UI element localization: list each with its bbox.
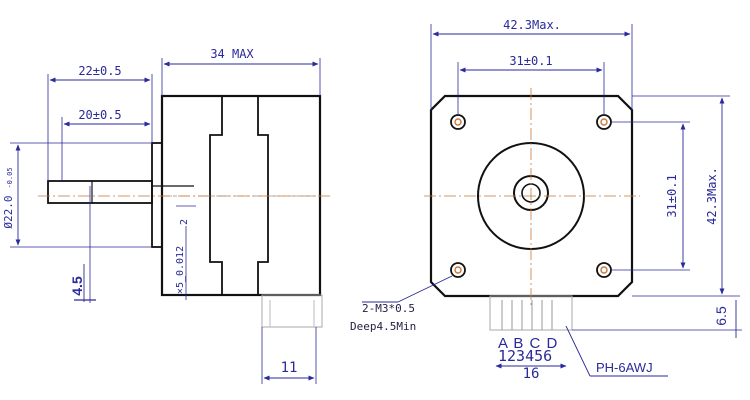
mounting-hole-tr	[596, 114, 612, 130]
connector-pins	[501, 300, 553, 330]
front-connector	[489, 295, 573, 331]
pin-letters: A B C D	[498, 335, 558, 352]
dim-hole-spacing-v: 31±0.1	[665, 174, 679, 217]
shaft	[47, 180, 153, 204]
dim-boss-diameter: Ø22.0	[2, 195, 15, 228]
dim-shaft-22: 22±0.5	[78, 64, 121, 78]
connector-housing	[261, 294, 323, 328]
dim-flat: 4.5	[69, 276, 85, 296]
dim-shaft-diameter: ×5_0.012	[175, 246, 186, 294]
dim-total-length: 34 MAX	[210, 47, 254, 61]
dim-connector-offset: 6.5	[713, 306, 729, 326]
dim-height: 42.3Max.	[705, 167, 719, 225]
front-face-outline	[429, 94, 634, 298]
connector-type-leader	[565, 325, 591, 377]
dim-hole-spacing-h: 31±0.1	[509, 54, 552, 68]
dim-pin-16: 16	[523, 366, 540, 382]
connector-type: PH-6AWJ	[596, 360, 653, 375]
front-boss	[151, 142, 163, 248]
dim-boss-diameter-tol: -0.05	[6, 167, 14, 188]
hole-note-line1: 2-M3*0.5	[362, 302, 415, 315]
front-view: 42.3Max. 31±0.1 31±0.1 42.3Max. 6.5 2-M3…	[350, 18, 742, 382]
mounting-hole-bl	[450, 262, 466, 278]
dim-connector-11: 11	[281, 360, 298, 376]
mounting-hole-br	[596, 262, 612, 278]
hole-note-leader	[397, 275, 453, 303]
dim-small-2: 2	[179, 219, 190, 225]
mounting-hole-tl	[450, 114, 466, 130]
pin-numbers: 123456	[498, 347, 552, 365]
dim-width: 42.3Max.	[503, 18, 561, 32]
dim-shaft-20: 20±0.5	[78, 108, 121, 122]
hole-note-line2: Deep4.5Min	[350, 320, 416, 333]
motor-body-rib	[209, 96, 269, 295]
side-view: 34 MAX 22±0.5 20±0.5 Ø22.0 -0.05 4.5 2 ×…	[2, 47, 330, 384]
